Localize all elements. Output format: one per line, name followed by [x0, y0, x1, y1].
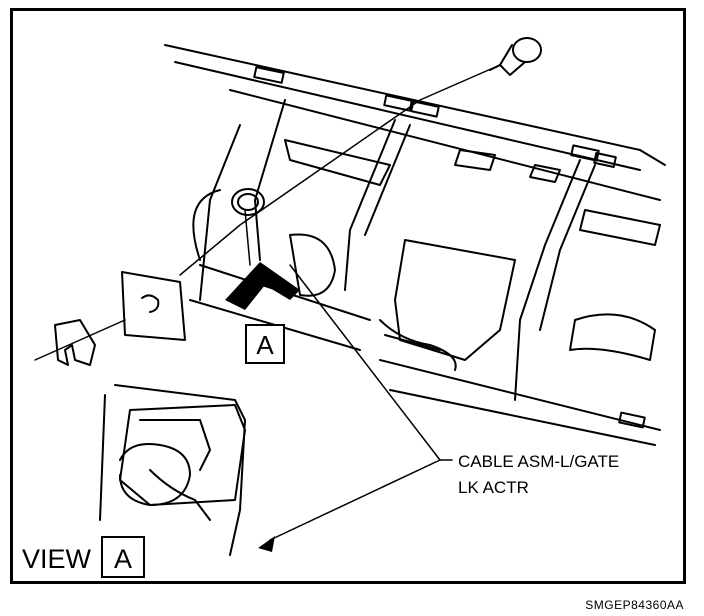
view-label-word: VIEW [22, 544, 92, 574]
detail-marker-box [245, 324, 285, 364]
view-label-letter: A [114, 544, 132, 574]
figure-code: SMGEP84360AA [585, 598, 684, 612]
detail-marker-letter: A [256, 330, 274, 360]
slot-1 [253, 66, 285, 84]
center-cutout [394, 239, 516, 361]
slot-5 [593, 152, 617, 168]
panel-divider-right [514, 159, 581, 401]
vent-right-upper [579, 209, 661, 246]
actuator-top [489, 37, 542, 76]
panel-top-edge [164, 44, 666, 166]
view-a-component [119, 404, 246, 521]
detail-arrow [225, 262, 300, 310]
vent-right-lower [569, 313, 656, 361]
cable-leader-lower [269, 459, 441, 541]
cable-leader-upper [289, 264, 441, 461]
assembly-line-3 [244, 209, 251, 266]
leader-arrowhead [258, 536, 275, 552]
bracket-wiring [379, 319, 457, 371]
slot-4 [570, 144, 600, 162]
callout-line-2: LK ACTR [458, 478, 529, 497]
slot-6 [618, 411, 646, 429]
retaining-clip [54, 319, 96, 366]
vent-left-round [289, 233, 336, 297]
lock-cylinder [231, 188, 265, 216]
callout-line-1: CABLE ASM-L/GATE [458, 452, 619, 471]
diagram-frame [10, 8, 686, 584]
slot-3 [410, 100, 440, 118]
assembly-line-1 [34, 319, 126, 361]
panel-divider-left [254, 99, 286, 261]
vent-upper-left [284, 139, 391, 186]
view-label-box [101, 536, 145, 578]
panel-top-edge-inner [174, 61, 641, 171]
assembly-line-2 [179, 64, 501, 276]
panel-divider-center [344, 119, 396, 291]
bezel-plate [121, 271, 186, 341]
view-a-leader [114, 384, 246, 556]
